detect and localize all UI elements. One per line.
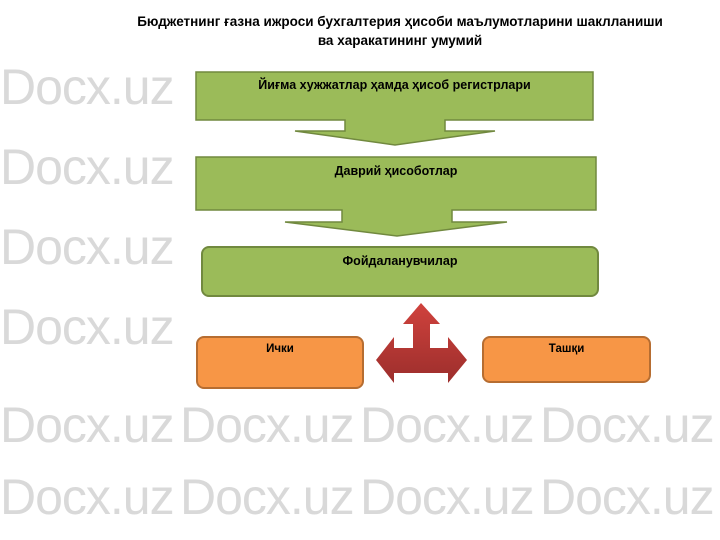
watermark: Docx.uz [0,59,175,115]
registers-arrow-box [195,71,594,146]
watermark: Docx.uz [0,397,175,453]
external-label: Ташқи [548,343,585,355]
title-line-1: Бюджетнинг ғазна ижроси бухгалтерия ҳисо… [137,14,663,29]
watermark: Docx.uz [0,299,175,355]
watermark: Docx.uz [0,219,175,275]
watermark: Docx.uz [0,469,175,525]
registers-label: Йиғма хужжатлар ҳамда ҳисоб регистрлари [258,78,531,92]
diagram-title: Бюджетнинг ғазна ижроси бухгалтерия ҳисо… [110,12,690,50]
watermark: Docx.uz [540,469,715,525]
three-way-arrow-icon [376,303,467,383]
watermark: Docx.uz [360,469,535,525]
watermark: Docx.uz [180,469,355,525]
title-line-2: ва харакатининг умумий [317,33,483,48]
users-label: Фойдаланувчилар [342,254,458,268]
users-box [201,246,599,297]
external-box [482,336,651,383]
watermark: Docx.uz [180,397,355,453]
watermark: Docx.uz [360,397,535,453]
internal-box [196,336,364,389]
watermark: Docx.uz [0,139,175,195]
reports-arrow-box [195,156,597,237]
internal-label: Ички [266,343,294,355]
reports-label: Даврий ҳисоботлар [334,164,458,178]
watermark: Docx.uz [540,397,715,453]
